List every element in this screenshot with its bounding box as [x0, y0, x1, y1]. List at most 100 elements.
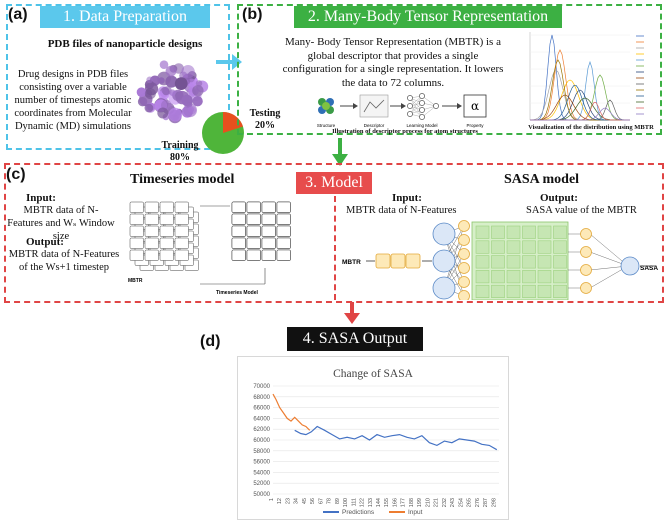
x-tick-label: 34 [294, 498, 300, 504]
legend-label: Input [408, 509, 423, 516]
x-tick-label: 177 [401, 498, 407, 507]
nanoparticle-molecule-image [136, 60, 209, 124]
data-preparation-banner: 1. Data Preparation [40, 6, 210, 28]
learning-model-icon [407, 93, 439, 120]
x-tick-label: 210 [425, 498, 431, 507]
molecule-atom [181, 94, 193, 107]
arrow-down-icon [332, 138, 348, 166]
ts-cell [276, 201, 291, 213]
ts-cell [246, 237, 261, 249]
molecule-atom [146, 76, 154, 84]
ts-cell [276, 249, 291, 261]
x-tick-label: 144 [376, 498, 382, 507]
ts-cell [276, 237, 291, 249]
x-tick-label: 45 [302, 498, 308, 504]
hidden-neuron [458, 290, 470, 300]
panel-mbtr [237, 4, 662, 135]
ts-cell [261, 201, 276, 213]
molecule-atom [159, 60, 169, 69]
x-tick-label: 254 [458, 498, 464, 507]
plot-caption: Visualization of the distribution using … [528, 124, 654, 131]
molecule-atom [165, 65, 177, 77]
process-step-label: Learning Model [406, 123, 437, 128]
hidden-neuron [580, 264, 592, 276]
x-tick-label: 111 [351, 498, 357, 506]
timeseries-model-diagram: MBTR Timeseries Model [128, 201, 291, 296]
ts-cell [144, 237, 159, 249]
nn-node [419, 93, 425, 99]
x-tick-label: 100 [343, 498, 349, 507]
x-tick-label: 78 [327, 498, 333, 504]
ts-cell [129, 201, 144, 213]
x-tick-label: 276 [475, 498, 481, 507]
ts-cell [261, 249, 276, 261]
ts-output-text: MBTR data of N-Features of the Ws+1 time… [8, 249, 120, 273]
sasa-output-node-label: SASA [640, 265, 658, 272]
mbtr-curve [530, 107, 630, 121]
hidden-neuron [458, 220, 470, 232]
testing-value: 20% [255, 120, 275, 131]
ts-cell [246, 213, 261, 225]
ts-cell [144, 213, 159, 225]
mbtr-description: Many- Body Tensor Representation (MBTR) … [282, 36, 504, 89]
ts-cell [174, 225, 189, 237]
ts-cell [231, 225, 246, 237]
hidden-neuron [580, 228, 592, 240]
x-tick-label: 56 [310, 498, 316, 504]
sasa-output-banner: 4. SASA Output [287, 327, 423, 351]
x-tick-label: 155 [384, 498, 390, 507]
ts-cell [276, 225, 291, 237]
input-block [405, 253, 421, 269]
ts-cell [261, 237, 276, 249]
nn-node [407, 95, 413, 101]
ts-cell [246, 225, 261, 237]
x-tick-label: 243 [450, 498, 456, 507]
y-tick-label: 62000 [253, 427, 270, 433]
x-tick-label: 67 [318, 498, 324, 504]
input-neuron [432, 249, 456, 273]
ts-cell [261, 213, 276, 225]
mbtr-banner: 2. Many-Body Tensor Representation [294, 6, 562, 28]
ts-cell [174, 237, 189, 249]
sasa-output-text: SASA value of the MBTR [526, 205, 637, 216]
y-tick-label: 54000 [253, 470, 270, 476]
panel-data-preparation [6, 4, 230, 150]
structure-icon [318, 98, 334, 114]
ts-cell [174, 213, 189, 225]
input-block [375, 253, 391, 269]
series-line-input [272, 393, 311, 431]
model-banner: 3. Model [296, 172, 372, 194]
output-neuron [620, 256, 640, 276]
ts-cell [174, 249, 189, 261]
y-tick-label: 52000 [253, 481, 270, 487]
property-icon [463, 94, 487, 118]
training-text: Training [161, 140, 199, 151]
molecule-atom [168, 107, 182, 122]
ts-cell [231, 213, 246, 225]
nn-node [407, 111, 413, 117]
testing-text: Testing [249, 108, 281, 119]
training-label: Training 80% [158, 140, 202, 164]
y-tick-label: 60000 [253, 438, 270, 444]
ts-cell [129, 213, 144, 225]
x-tick-label: 1 [269, 498, 275, 501]
sasa-input-text: MBTR data of N-Features [346, 205, 457, 216]
x-tick-label: 188 [409, 498, 415, 507]
nn-node [419, 114, 425, 120]
molecule-atom [165, 75, 178, 88]
ts-cell [159, 237, 174, 249]
sasa-output-label: Output: [540, 192, 578, 204]
molecule-atom [192, 96, 203, 107]
molecule-atom [195, 80, 203, 87]
training-value: 80% [170, 152, 190, 163]
sasa-line-chart: 7000068000660006400062000600005800056000… [253, 384, 499, 516]
panel-b-tag: (b) [242, 6, 263, 23]
hidden-neuron [580, 246, 592, 258]
molecule-atom [144, 88, 156, 100]
y-tick-label: 66000 [253, 406, 270, 412]
panel-d-tag: (d) [200, 333, 221, 350]
molecule-atom [136, 87, 147, 97]
y-tick-label: 68000 [253, 395, 270, 401]
chart-title: Change of SASA [333, 368, 413, 380]
